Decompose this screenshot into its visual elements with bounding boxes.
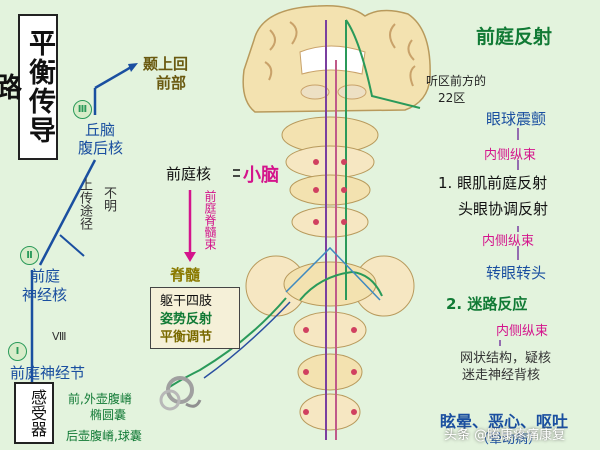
vestibulospinal-tract-label: 前庭脊髓束	[203, 190, 217, 250]
labyrinth-reaction-label: 2. 迷路反应	[446, 295, 528, 313]
trunk-limbs-label: 躯干四肢	[160, 294, 213, 309]
cerebellum-label: 小脑	[243, 165, 279, 186]
unknown-label: 不明	[101, 186, 116, 212]
mlf-label-2: 内侧纵束	[482, 234, 535, 249]
motion-sickness-label: （晕动病）	[476, 432, 542, 447]
auditory-area-note-line1: 听区前方的	[426, 74, 487, 88]
mlf-label-3: 内侧纵束	[496, 324, 549, 339]
level3-badge: Ⅲ	[73, 100, 92, 119]
vestibular-nuclei-label-line2: 神经核	[22, 286, 68, 304]
oculovestibular-reflex-label: 1. 眼肌前庭反射	[438, 174, 548, 192]
receptor-note-line2: 椭圆囊	[90, 408, 127, 422]
receptor-note-line3: 后壶腹嵴,球囊	[66, 429, 142, 443]
vestibular-nuclei-label-line1: 前庭	[30, 267, 61, 285]
auditory-area-note-line2: 22区	[438, 91, 466, 105]
reticular-nuclei-label-line1: 网状结构，疑核	[460, 351, 552, 366]
cortex-label-line2: 前部	[156, 74, 187, 92]
cortex-label-line1: 颞上回	[143, 55, 189, 73]
thalamus-label-line2: 腹后核	[78, 139, 124, 157]
balance-regulation-label: 平衡调节	[160, 330, 213, 345]
cranial-nerve-8-label: Ⅷ	[52, 330, 67, 343]
receptor-box: 感受器	[14, 382, 54, 444]
mlf-label-1: 内侧纵束	[484, 148, 537, 163]
diagram-title: 平衡传导路	[0, 14, 58, 160]
postural-reflex-label: 姿势反射	[160, 312, 213, 327]
vertigo-symptoms-label: 眩晕、恶心、呕吐	[440, 412, 569, 431]
spinal-reflex-box	[150, 287, 240, 349]
vestibular-reflex-title: 前庭反射	[476, 26, 553, 48]
level2-badge: Ⅱ	[20, 246, 39, 265]
receptor-note-line1: 前,外壶腹嵴	[68, 392, 132, 406]
vestibular-nucleus-label: 前庭核	[166, 165, 212, 183]
spinal-cord-label: 脊髓	[170, 266, 201, 284]
head-eye-reflex-label: 头眼协调反射	[458, 200, 549, 218]
uncertain-pathway-label: 上传途径	[77, 178, 92, 230]
nystagmus-label: 眼球震颤	[486, 110, 547, 128]
vestibular-ganglion-label: 前庭神经节	[10, 364, 86, 382]
reticular-nuclei-label-line2: 迷走神经背核	[462, 368, 541, 383]
turn-eye-head-label: 转眼转头	[486, 264, 547, 282]
level1-badge: Ⅰ	[8, 342, 27, 361]
watermark: 头条 @腾康疼痛康复	[444, 428, 566, 443]
thalamus-label-line1: 丘脑	[85, 121, 116, 139]
